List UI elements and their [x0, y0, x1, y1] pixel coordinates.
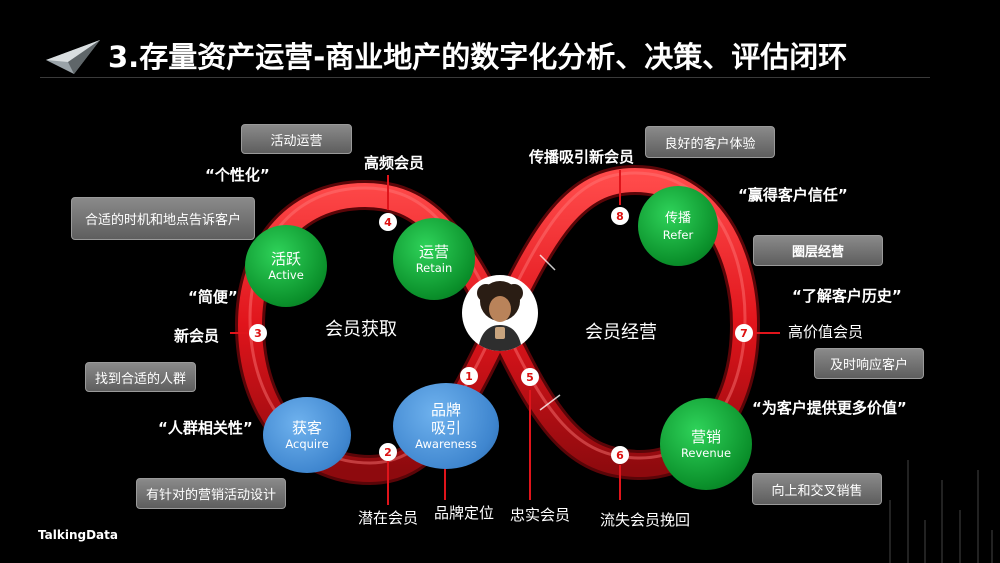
label-churn-recovery: 流失会员挽回 [600, 511, 691, 529]
member-acquisition-label: 会员获取 [325, 319, 397, 340]
node-active-en: Active [268, 267, 304, 282]
quote-know-history: “了解客户历史” [792, 287, 902, 305]
quote-convenience: “简便” [188, 288, 238, 306]
node-retain-zh: 运营 [418, 242, 449, 261]
customer-avatar [462, 275, 538, 351]
node-refer-zh: 传播 [664, 210, 691, 226]
step-8: 8 [611, 207, 629, 225]
box-targeted-campaign: 有针对的营销活动设计 [136, 478, 286, 509]
step-6: 6 [611, 446, 629, 464]
title-divider [40, 77, 930, 78]
label-high-frequency-member: 高频会员 [364, 154, 425, 172]
node-awareness-zh1: 品牌 [430, 400, 461, 419]
box-right-time-place: 合适的时机和地点告诉客户 [71, 197, 255, 240]
step-7: 7 [735, 324, 753, 342]
node-retain: 运营 Retain [393, 218, 475, 300]
node-awareness: 品牌 吸引 Awareness [393, 383, 499, 469]
label-new-member: 新会员 [174, 327, 220, 345]
node-retain-en: Retain [415, 260, 453, 275]
box-find-crowd: 找到合适的人群 [85, 362, 196, 392]
step-4: 4 [379, 213, 397, 231]
step-1: 1 [460, 367, 478, 385]
box-campaign-operation: 活动运营 [241, 124, 352, 154]
quote-more-value: “为客户提供更多价值” [752, 399, 907, 417]
box-circle-operation: 圈层经营 [753, 235, 883, 266]
decorative-lines [889, 460, 993, 563]
label-potential-member: 潜在会员 [358, 509, 419, 527]
label-loyal-member: 忠实会员 [510, 506, 571, 524]
step-3: 3 [249, 324, 267, 342]
quote-personalization: “个性化” [205, 166, 270, 184]
node-acquire-en: Acquire [285, 436, 329, 451]
node-refer: 传播 Refer [638, 186, 718, 266]
node-active: 活跃 Active [245, 225, 327, 307]
label-spread-new-member: 传播吸引新会员 [529, 148, 635, 166]
node-active-zh: 活跃 [270, 249, 301, 268]
brand-logo-text: TalkingData [38, 528, 118, 542]
label-high-value-member: 高价值会员 [788, 323, 864, 341]
node-revenue: 营销 Revenue [660, 398, 752, 490]
quote-win-trust: “赢得客户信任” [738, 186, 848, 204]
box-customer-experience: 良好的客户体验 [645, 126, 775, 158]
node-revenue-en: Revenue [680, 445, 732, 460]
step-2: 2 [379, 443, 397, 461]
node-revenue-zh: 营销 [690, 427, 721, 446]
box-upsell-cross-sell: 向上和交叉销售 [752, 473, 882, 505]
node-refer-en: Refer [662, 227, 694, 242]
box-timely-response: 及时响应客户 [814, 348, 924, 379]
node-acquire: 获客 Acquire [263, 397, 351, 473]
page-title: 3.存量资产运营-商业地产的数字化分析、决策、评估闭环 [108, 40, 848, 74]
label-brand-positioning: 品牌定位 [434, 504, 495, 522]
node-acquire-zh: 获客 [291, 418, 322, 437]
step-5: 5 [521, 368, 539, 386]
member-operation-label: 会员经营 [585, 322, 657, 343]
quote-crowd-relevance: “人群相关性” [158, 419, 253, 437]
node-awareness-en: Awareness [415, 436, 477, 451]
node-awareness-zh2: 吸引 [430, 418, 461, 437]
paper-plane-logo-icon [46, 40, 100, 74]
